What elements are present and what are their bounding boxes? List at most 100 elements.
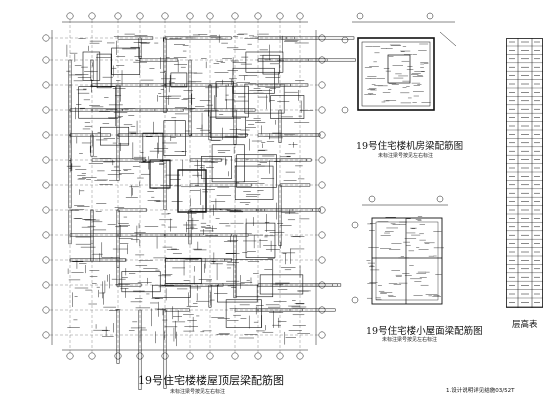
axis-bubble <box>318 306 326 314</box>
beam <box>278 109 282 143</box>
beam <box>163 309 167 389</box>
beam <box>68 84 72 161</box>
axis-bubble <box>276 12 284 20</box>
axis-bubble <box>161 352 169 360</box>
axis-bubble <box>114 12 122 20</box>
leader-line <box>439 31 457 47</box>
beam <box>117 36 154 40</box>
axis-bubble <box>42 131 50 139</box>
axis-bubble <box>231 12 239 20</box>
machine-room-inner <box>361 41 431 107</box>
beam <box>257 36 287 40</box>
room-outline <box>163 120 186 156</box>
beam <box>117 283 142 287</box>
hoist-opening <box>387 54 411 84</box>
beam <box>234 158 307 162</box>
beam <box>279 83 309 87</box>
axis-bubble <box>136 352 144 360</box>
axis-bubble <box>136 12 144 20</box>
machine-room-plan-title: 19号住宅楼机房梁配筋图 <box>356 141 464 152</box>
beam <box>68 134 72 209</box>
beam <box>234 208 294 212</box>
room-outline <box>259 274 304 295</box>
main-beam-plan <box>42 12 356 390</box>
room-outline <box>244 83 285 114</box>
axis-bubble <box>341 36 349 44</box>
axis-bubble <box>42 231 50 239</box>
beam <box>68 209 72 245</box>
axis-bubble <box>351 221 359 229</box>
beam <box>116 84 120 140</box>
room-outline <box>100 126 130 146</box>
axis-bubble <box>254 12 262 20</box>
axis-bubble <box>318 256 326 264</box>
axis-bubble <box>368 195 376 203</box>
beam <box>91 83 149 87</box>
axis-bubble <box>42 256 50 264</box>
axis-bubble <box>318 281 326 289</box>
beam <box>189 183 252 187</box>
room-outline <box>78 86 116 119</box>
beam <box>91 108 156 112</box>
axis-bubble <box>231 352 239 360</box>
beam <box>257 208 321 212</box>
axis-bubble <box>276 352 284 360</box>
axis-bubble <box>356 12 364 20</box>
beam <box>208 284 212 308</box>
machine-room-outline <box>357 37 435 111</box>
axis-bubble <box>42 331 50 339</box>
room-outline <box>165 257 202 284</box>
axis-bubble <box>206 352 214 360</box>
axis-bubble <box>186 12 194 20</box>
main-plan-title: 19号住宅楼楼屋顶层梁配筋图 <box>138 374 284 387</box>
axis-bubble <box>254 352 262 360</box>
axis-bubble <box>114 352 122 360</box>
beam <box>116 309 120 364</box>
beam <box>189 108 256 112</box>
table-frame <box>506 38 543 308</box>
beam <box>189 158 222 162</box>
room-outline <box>270 95 305 119</box>
axis-bubble <box>436 195 444 203</box>
beam <box>189 208 257 212</box>
beam <box>69 258 126 262</box>
beam <box>233 109 237 145</box>
room-outline <box>111 47 141 75</box>
room-outline <box>245 51 284 73</box>
axis-bubble <box>42 156 50 164</box>
axis-bubble <box>318 56 326 64</box>
beam <box>116 209 120 269</box>
room-outline <box>245 222 276 258</box>
room-outline <box>236 154 277 188</box>
axis-bubble <box>318 81 326 89</box>
beam <box>139 83 185 87</box>
axis-bubble <box>42 306 50 314</box>
axis-bubble <box>88 12 96 20</box>
room-outline <box>225 299 262 328</box>
axis-bubble <box>318 181 326 189</box>
axis-bubble <box>66 352 74 360</box>
beam <box>163 37 167 73</box>
room-outline <box>121 271 161 293</box>
axis-bubble <box>66 12 74 20</box>
axis-bubble <box>318 131 326 139</box>
roof-inner <box>375 221 439 301</box>
axis-bubble <box>351 296 359 304</box>
machine-room-plan <box>341 12 457 114</box>
axis-bubble <box>42 206 50 214</box>
beam <box>189 133 248 137</box>
axis-bubble <box>318 34 326 42</box>
small-roof-plan <box>351 195 448 305</box>
beam <box>278 184 282 247</box>
roof-plan-title: 19号住宅楼小屋面梁配筋图 <box>366 326 483 337</box>
beam <box>164 258 225 262</box>
elevator-shaft <box>149 159 171 189</box>
room-outline <box>170 72 188 88</box>
axis-bubble <box>318 331 326 339</box>
axis-bubble <box>341 106 349 114</box>
level-table-title: 层高表 <box>512 320 538 330</box>
axis-bubble <box>42 56 50 64</box>
axis-bubble <box>206 12 214 20</box>
axis-bubble <box>42 81 50 89</box>
